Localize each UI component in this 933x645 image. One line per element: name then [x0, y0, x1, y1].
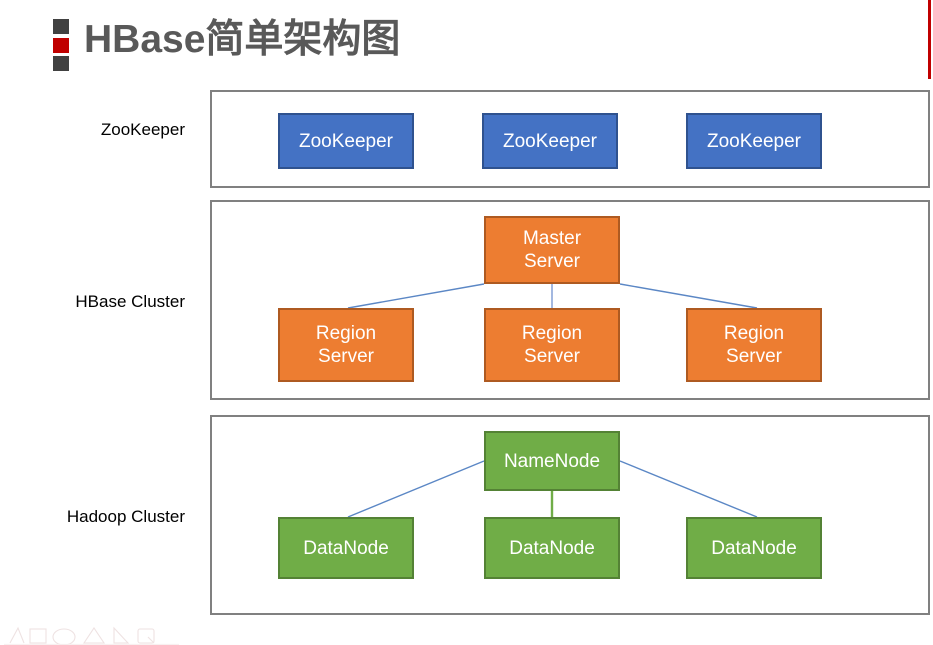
slide-title-bar: HBase简单架构图 — [0, 0, 933, 80]
node-datanode-1[interactable]: DataNode — [278, 517, 414, 579]
row-label-hbase-cluster: HBase Cluster — [75, 292, 185, 311]
node-label-line1: Region — [723, 323, 785, 344]
node-zookeeper-1[interactable]: ZooKeeper — [278, 113, 414, 169]
node-label: ZooKeeper — [706, 130, 801, 152]
row-zookeeper: ZooKeeper ZooKeeper ZooKeeper ZooKeeper — [0, 90, 933, 188]
row-hadoop-cluster: Hadoop Cluster NameNode DataNode DataNod… — [0, 415, 933, 615]
row-hbase-cluster: HBase Cluster Master Server Region Serve… — [0, 200, 933, 400]
node-datanode-2[interactable]: DataNode — [484, 517, 620, 579]
row-container-hbase-cluster: Master Server Region Server Region Serve… — [210, 200, 930, 400]
node-label-line2: Server — [726, 346, 782, 367]
title-mark-square-middle — [53, 37, 69, 53]
watermark-graphic — [4, 626, 179, 645]
node-label-line2: Server — [524, 251, 580, 272]
node-label-line1: Region — [315, 323, 377, 344]
node-zookeeper-3[interactable]: ZooKeeper — [686, 113, 822, 169]
node-label-line2: Server — [524, 346, 580, 367]
row-label-zookeeper: ZooKeeper — [100, 120, 185, 139]
title-mark-square-top — [53, 19, 69, 34]
title-bullet-mark-icon — [53, 19, 69, 71]
node-label: DataNode — [711, 537, 797, 559]
node-label: DataNode — [509, 537, 595, 559]
node-label: DataNode — [303, 537, 389, 559]
node-master-server[interactable]: Master Server — [484, 216, 620, 284]
node-label: NameNode — [503, 450, 601, 472]
red-accent-bar — [928, 0, 931, 79]
node-zookeeper-2[interactable]: ZooKeeper — [482, 113, 618, 169]
node-label-line2: Server — [318, 346, 374, 367]
title-mark-square-bottom — [53, 56, 69, 71]
node-region-server-3[interactable]: Region Server — [686, 308, 822, 382]
node-label-line1: Region — [521, 323, 583, 344]
row-label-hadoop-cluster: Hadoop Cluster — [66, 507, 185, 526]
connector-namenode-to-datanode-1 — [347, 460, 485, 518]
connector-namenode-to-datanode-3 — [619, 460, 758, 518]
node-namenode[interactable]: NameNode — [484, 431, 620, 491]
page-title: HBase简单架构图 — [84, 18, 401, 61]
node-label: ZooKeeper — [502, 130, 597, 152]
node-label-line1: Master — [522, 228, 582, 249]
node-datanode-3[interactable]: DataNode — [686, 517, 822, 579]
node-region-server-1[interactable]: Region Server — [278, 308, 414, 382]
connector-master-to-region-3 — [619, 283, 758, 309]
node-region-server-2[interactable]: Region Server — [484, 308, 620, 382]
node-label: ZooKeeper — [298, 130, 393, 152]
row-container-zookeeper: ZooKeeper ZooKeeper ZooKeeper — [210, 90, 930, 188]
connector-master-to-region-1 — [347, 283, 485, 309]
row-container-hadoop-cluster: NameNode DataNode DataNode DataNode — [210, 415, 930, 615]
